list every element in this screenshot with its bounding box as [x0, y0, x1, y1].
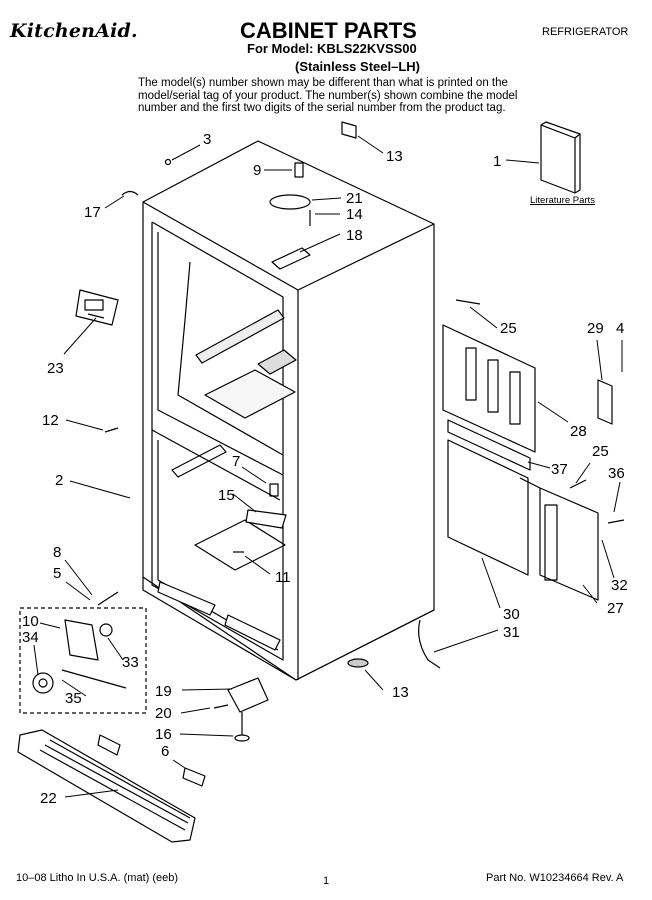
callout-28: 28: [570, 423, 587, 440]
model-variant: (Stainless Steel–LH): [295, 59, 420, 74]
callout-29: 29: [587, 320, 604, 337]
callout-34: 34: [22, 629, 39, 646]
top-hinge-parts: [269, 121, 357, 270]
side-brackets: [539, 379, 613, 601]
callout-22: 22: [40, 790, 57, 807]
base-grille: [17, 729, 206, 843]
footer-part-number: Part No. W10234664 Rev. A: [486, 872, 624, 884]
callout-25-lower: 25: [592, 443, 609, 460]
rear-cover-panel: [442, 324, 536, 471]
footer-print-info: 10–08 Litho In U.S.A. (mat) (eeb): [16, 872, 179, 884]
callout-14: 14: [346, 206, 363, 223]
small-parts: [97, 158, 625, 709]
callout-37: 37: [551, 461, 568, 478]
callout-9: 9: [253, 162, 261, 179]
callout-23: 23: [47, 360, 64, 377]
callout-18: 18: [346, 227, 363, 244]
model-note: The model(s) number shown may be differe…: [138, 77, 518, 114]
callout-33: 33: [122, 654, 139, 671]
roller-assembly: [19, 607, 147, 714]
callout-15: 15: [218, 487, 235, 504]
callout-12: 12: [42, 412, 59, 429]
callout-11: 11: [275, 569, 291, 586]
callout-21: 21: [346, 190, 363, 207]
callout-4: 4: [616, 320, 624, 337]
control-housing: [75, 289, 119, 326]
callout-3: 3: [203, 131, 211, 148]
callout-2: 2: [55, 472, 63, 489]
callout-20: 20: [155, 705, 172, 722]
callout-5: 5: [53, 565, 61, 582]
callout-leaders: [33, 135, 623, 798]
callout-labels: 1 2 3 4 5 6 7 8 9 10 11 12 13 13 14 15 1…: [22, 131, 628, 807]
bottom-hinge: [227, 677, 269, 742]
category-label: REFRIGERATOR: [542, 26, 629, 38]
brand-logo: KitchenAid.: [10, 20, 138, 42]
page-title: CABINET PARTS: [240, 18, 417, 43]
literature-parts-label: Literature Parts: [530, 195, 595, 206]
model-line: For Model: KBLS22KVSS00: [247, 41, 417, 56]
callout-6: 6: [161, 743, 169, 760]
callout-31: 31: [503, 624, 520, 641]
literature-booklet: [540, 121, 581, 194]
callout-13-top: 13: [386, 148, 403, 165]
footer-page-number: 1: [323, 875, 330, 887]
access-panel: [447, 439, 541, 576]
callout-10: 10: [22, 613, 39, 630]
callout-27: 27: [607, 600, 624, 617]
callout-36: 36: [608, 465, 625, 482]
callout-30: 30: [503, 606, 520, 623]
callout-16: 16: [155, 726, 172, 743]
callout-25-upper: 25: [500, 320, 517, 337]
callout-7: 7: [232, 453, 240, 470]
callout-19: 19: [155, 683, 172, 700]
cabinet-illustration: [142, 140, 435, 681]
callout-1: 1: [493, 153, 501, 170]
callout-13-bottom: 13: [392, 684, 409, 701]
callout-8: 8: [53, 544, 61, 561]
callout-35: 35: [65, 690, 82, 707]
callout-17: 17: [84, 204, 101, 221]
callout-32: 32: [611, 577, 628, 594]
